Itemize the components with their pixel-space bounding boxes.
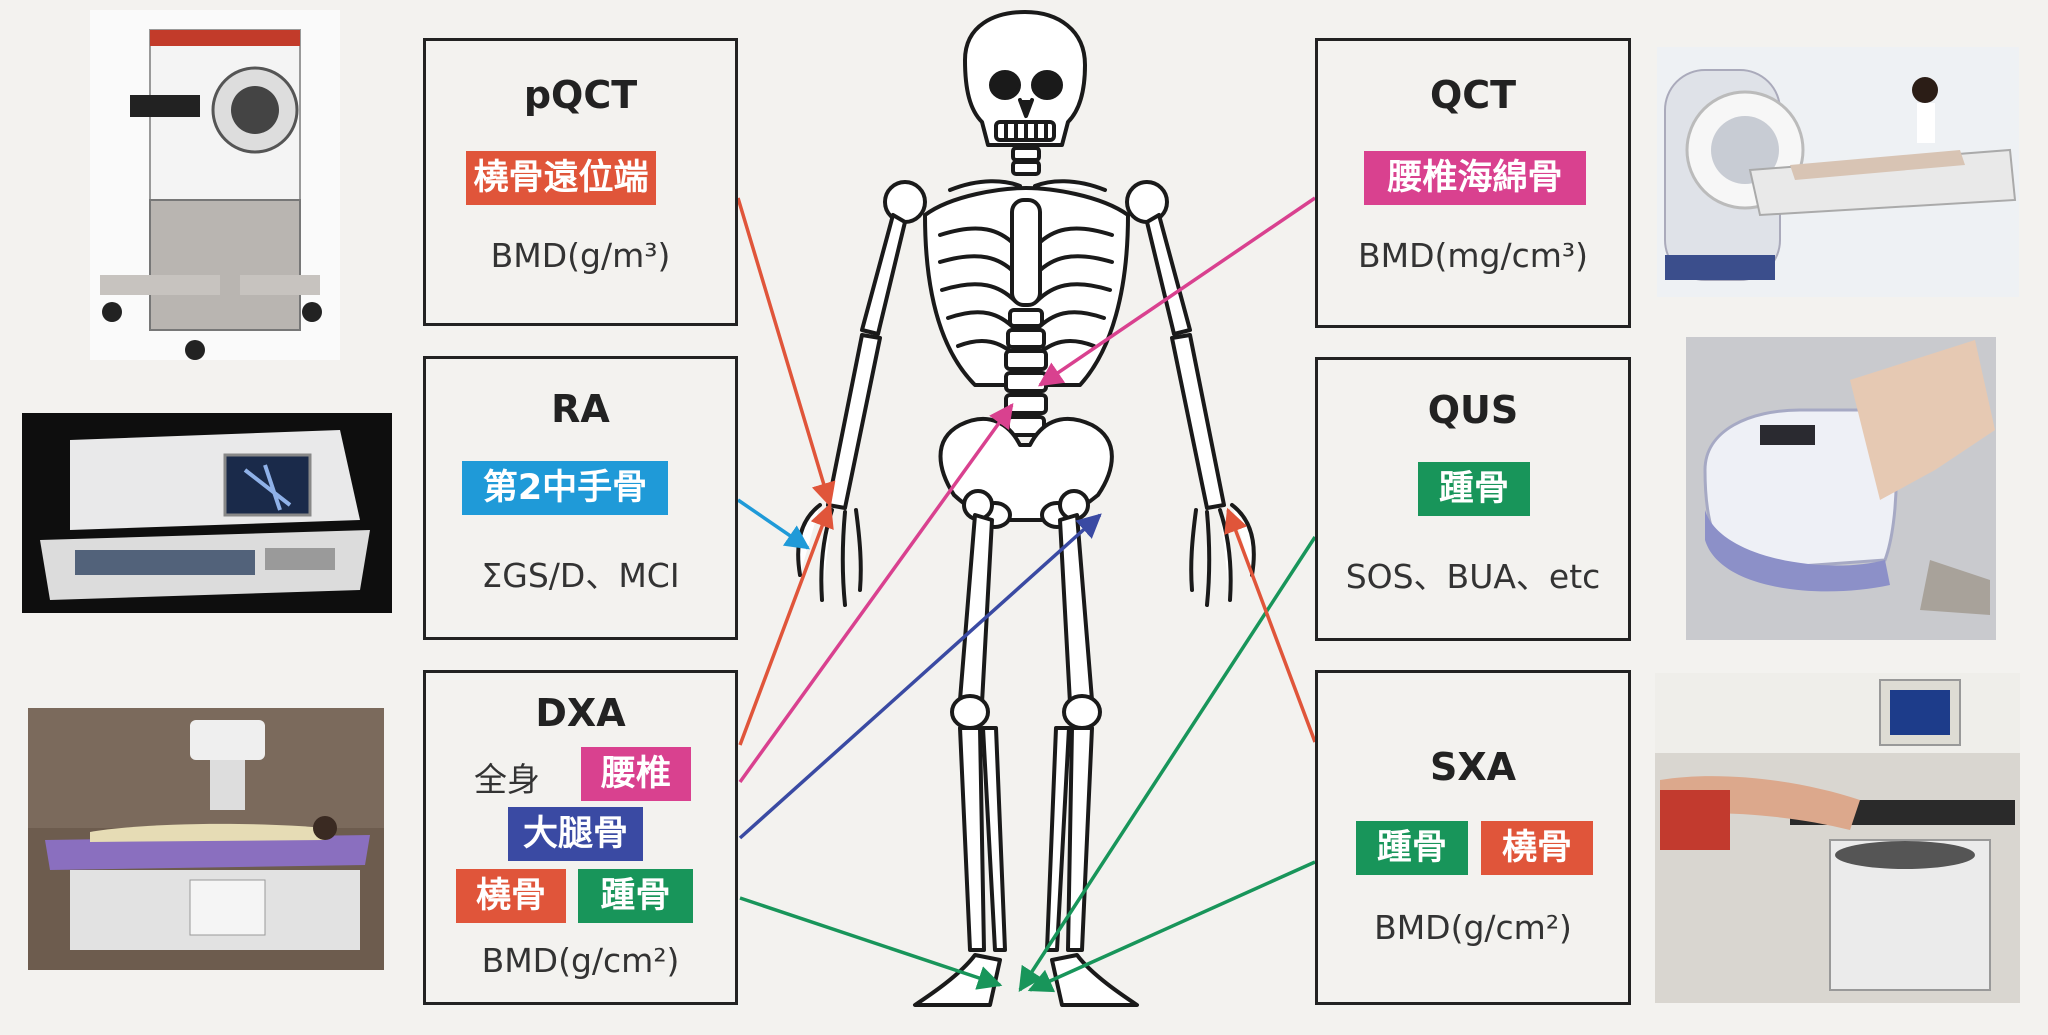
human-skeleton [798,12,1254,1005]
sxa-title: SXA [1318,745,1628,789]
radiograph-workstation-photo [22,413,392,613]
qct-site-tag: 腰椎海綿骨 [1364,151,1586,205]
pqct-site-tag: 橈骨遠位端 [466,151,656,205]
ra-unit: ΣGS/D、MCI [426,549,735,597]
sxa-box: SXA 踵骨 橈骨 BMD(g/cm²) [1315,670,1631,1005]
dxa-title: DXA [426,691,735,735]
dxa-table-photo [28,708,384,970]
ra-site-tag: 第2中手骨 [462,461,668,515]
dxa-unit: BMD(g/cm²) [426,941,735,980]
qus-box: QUS 踵骨 SOS、BUA、etc [1315,357,1631,641]
sxa-unit: BMD(g/cm²) [1318,908,1628,947]
sxa-calcaneus-tag: 踵骨 [1356,821,1468,875]
qus-site-tag: 踵骨 [1418,462,1530,516]
ct-scanner-photo [1657,47,2019,297]
sxa-heel-scanner-photo [1655,673,2020,1003]
ra-box: RA 第2中手骨 ΣGS/D、MCI [423,356,738,640]
pqct-box: pQCT 橈骨遠位端 BMD(g/m³) [423,38,738,326]
pqct-unit: BMD(g/m³) [426,236,735,275]
qct-title: QCT [1318,73,1628,117]
dxa-box: DXA 全身 腰椎 大腿骨 橈骨 踵骨 BMD(g/cm²) [423,670,738,1005]
dxa-calcaneus-tag: 踵骨 [578,869,693,923]
dxa-femur-tag: 大腿骨 [508,807,643,861]
dxa-radius-tag: 橈骨 [456,869,566,923]
dxa-lumbar-tag: 腰椎 [581,747,691,801]
pqct-title: pQCT [426,73,735,117]
qus-title: QUS [1318,388,1628,432]
dxa-whole-body-label: 全身 [474,753,540,801]
sxa-radius-tag: 橈骨 [1481,821,1593,875]
ra-title: RA [426,387,735,431]
ultrasound-heel-scanner-photo [1686,337,1996,640]
pqct-scanner-photo [90,10,340,360]
qus-unit: SOS、BUA、etc [1318,550,1628,598]
qct-unit: BMD(mg/cm³) [1318,236,1628,275]
qct-box: QCT 腰椎海綿骨 BMD(mg/cm³) [1315,38,1631,328]
